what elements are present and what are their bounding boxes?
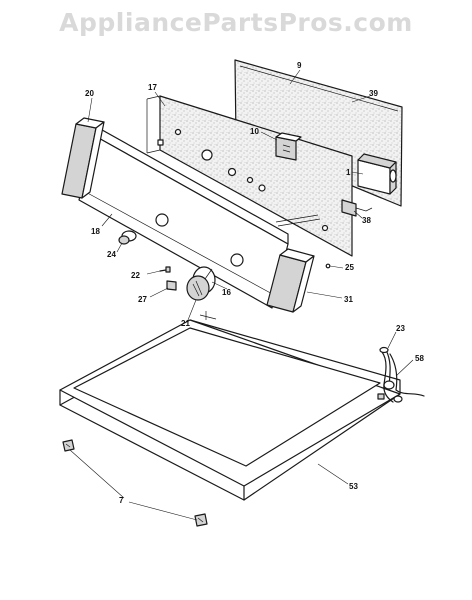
- watermark: AppliancePartsPros.com: [59, 8, 413, 37]
- clip-part-27: [166, 280, 177, 291]
- wire-harness-part-23: [377, 346, 425, 403]
- callout-18: 18: [91, 227, 100, 236]
- callout-16: 16: [222, 288, 231, 297]
- callout-22: 22: [131, 271, 140, 280]
- callout-7: 7: [119, 496, 124, 505]
- callout-10: 10: [250, 127, 259, 136]
- callout-21: 21: [181, 319, 190, 328]
- top-lid-part-53: [59, 311, 401, 501]
- callout-17: 17: [148, 83, 157, 92]
- callout-53: 53: [349, 482, 358, 491]
- knob-part-24: [118, 230, 137, 245]
- callouts: 9 39 17 20 10 1 38 18 24 25 22 27 16 31 …: [85, 61, 424, 505]
- callout-27: 27: [138, 295, 147, 304]
- callout-9: 9: [297, 61, 302, 70]
- timer-part-1: [357, 153, 397, 195]
- hinge-clip-left-part-7: [62, 439, 75, 452]
- callout-31: 31: [344, 295, 353, 304]
- switch-part-10: [275, 132, 302, 161]
- screw-part-22: [159, 266, 171, 273]
- dial-knob-part-21: [186, 266, 216, 301]
- screw-part-25: [325, 263, 331, 269]
- end-cap-left-part-20: [61, 117, 105, 199]
- hinge-clip-right-part-7: [194, 513, 208, 527]
- control-panel-plate-part-17: [146, 95, 353, 257]
- callout-38: 38: [362, 216, 371, 225]
- leader-lines: [69, 69, 414, 521]
- callout-58: 58: [415, 354, 424, 363]
- callout-25: 25: [345, 263, 354, 272]
- callout-20: 20: [85, 89, 94, 98]
- callout-24: 24: [107, 250, 116, 259]
- callout-39: 39: [369, 89, 378, 98]
- callout-23: 23: [396, 324, 405, 333]
- bracket-part-38: [341, 199, 373, 217]
- callout-1: 1: [346, 168, 351, 177]
- end-cap-right-part-31: [266, 248, 315, 313]
